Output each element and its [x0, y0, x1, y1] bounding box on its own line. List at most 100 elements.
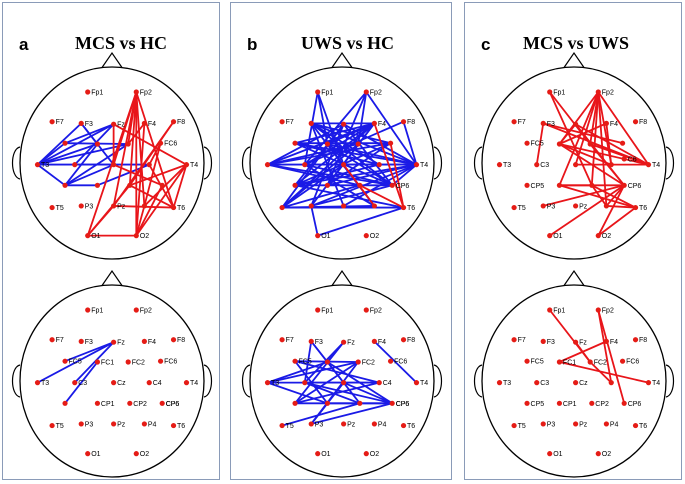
- connection-t4-cp2: [128, 163, 188, 187]
- electrode-f8: [632, 337, 639, 343]
- connection-fc2-t4: [589, 143, 650, 166]
- electrode-fc2: [125, 141, 131, 147]
- electrode-label: F4: [148, 121, 156, 128]
- electrode-label: Fp1: [321, 89, 333, 96]
- electrode-cp5: [292, 182, 298, 188]
- electrode-fc1: [556, 359, 563, 365]
- connection-f4-fc1: [558, 122, 608, 145]
- electrode-t6: [400, 422, 407, 429]
- connection-fc1-cp5: [64, 361, 99, 405]
- electrode-label: F8: [407, 337, 415, 344]
- electrode-label: C3: [540, 380, 549, 387]
- electrode-label: O2: [602, 233, 611, 240]
- electrode-label: F4: [378, 339, 386, 346]
- connection-t3-cp5: [36, 163, 66, 187]
- connection-fp2-cp6: [597, 309, 626, 405]
- electrode-fc1: [324, 359, 331, 365]
- connection-cp2-t6: [128, 184, 175, 209]
- electrode-fc6: [157, 358, 164, 364]
- electrode-p4: [141, 421, 147, 427]
- electrode-cp6: [389, 182, 395, 188]
- ear-outline-left: [241, 364, 251, 398]
- electrode-label: CP1: [563, 401, 577, 408]
- electrode-fp2: [595, 307, 601, 313]
- connection-cz-cp6: [342, 381, 394, 405]
- connection-pz-o1: [86, 205, 115, 237]
- electrode-fp1: [547, 307, 553, 313]
- ear-outline-right: [203, 364, 213, 398]
- electrode-p4: [371, 421, 377, 427]
- connection-fc5-t4: [294, 142, 418, 166]
- electrode-label: FC2: [362, 360, 375, 367]
- electrode-fz: [573, 339, 579, 345]
- electrode-label: T4: [190, 380, 198, 387]
- electrode-label: CP2: [133, 401, 147, 408]
- electrode-pz: [111, 203, 117, 209]
- electrode-pz: [341, 203, 347, 209]
- ear-outline-left: [473, 146, 483, 180]
- electrode-fz: [111, 121, 117, 127]
- electrode-p3: [308, 203, 314, 209]
- electrode-label: O1: [321, 451, 330, 458]
- ear-outline-right: [665, 364, 675, 398]
- electrode-label: T3: [41, 162, 49, 169]
- connection-cp5-cz: [64, 163, 115, 187]
- electrode-label: O2: [140, 451, 149, 458]
- electrode-label: O1: [553, 233, 562, 240]
- electrode-fc1: [324, 141, 331, 147]
- electrode-label: F3: [315, 339, 323, 346]
- electrode-label: Fp1: [553, 307, 565, 314]
- electrode-cp5: [292, 400, 298, 406]
- electrode-t4: [645, 380, 652, 386]
- electrode-f3: [540, 338, 546, 344]
- connection-cz-t5: [281, 163, 345, 209]
- electrode-label: F8: [407, 119, 415, 126]
- electrode-label: Pz: [579, 421, 588, 428]
- electrode-f8: [400, 337, 407, 343]
- electrode-f8: [400, 119, 407, 125]
- electrode-label: Pz: [117, 203, 126, 210]
- electrode-label: P4: [610, 421, 619, 428]
- electrode-f4: [141, 120, 147, 126]
- electrode-fc6: [619, 140, 626, 146]
- electrode-fc5: [524, 140, 530, 146]
- electrode-fz: [573, 121, 579, 127]
- electrode-label: F7: [518, 119, 526, 126]
- panel-letter: c: [481, 35, 491, 54]
- connection-f4-o2: [135, 122, 146, 237]
- electrode-p3: [540, 203, 546, 209]
- electrode-t3: [34, 380, 41, 386]
- electrode-label: F7: [518, 337, 526, 344]
- electrode-label: O1: [91, 233, 100, 240]
- electrode-label: Fp1: [321, 307, 333, 314]
- electrode-label: C4: [153, 380, 162, 387]
- connection-fz-fc1: [558, 123, 577, 145]
- electrode-label: F4: [610, 339, 618, 346]
- electrode-t6: [170, 204, 177, 211]
- electrode-fc5: [62, 140, 68, 146]
- electrode-label: Cz: [117, 380, 126, 387]
- electrode-label: P3: [315, 421, 324, 428]
- electrode-cp2: [589, 400, 595, 406]
- connection-p4-o2: [135, 205, 146, 237]
- electrode-label: T5: [56, 423, 64, 430]
- connection-fz-fc5: [64, 341, 115, 363]
- electrode-f3: [540, 120, 546, 126]
- ear-outline-right: [433, 146, 443, 180]
- electrode-c3: [302, 380, 308, 386]
- connection-fc1-t3: [266, 361, 329, 384]
- electrode-fc2: [587, 359, 593, 365]
- electrode-label: Fp2: [370, 307, 382, 314]
- electrode-label: Pz: [579, 203, 588, 210]
- electrode-label: Fp1: [91, 89, 103, 96]
- electrode-fz: [111, 339, 117, 345]
- electrode-c3: [72, 380, 78, 386]
- electrode-label: P3: [85, 421, 94, 428]
- electrode-f3: [308, 338, 314, 344]
- electrode-label: FC1: [563, 360, 576, 367]
- electrode-fc6: [619, 358, 626, 364]
- connection-cp2-t6: [590, 184, 637, 209]
- electrode-label: T6: [177, 205, 185, 212]
